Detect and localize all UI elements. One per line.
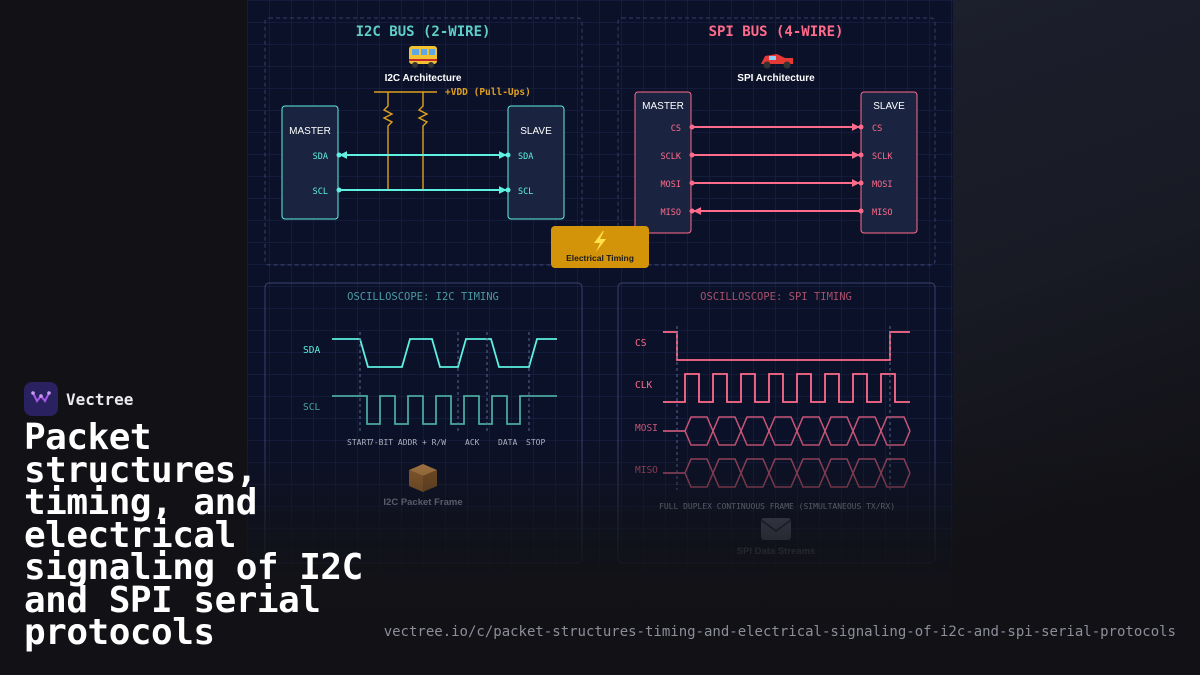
vectree-logo (24, 382, 58, 416)
spi-caption: SPI Data Streams (737, 546, 816, 557)
spi-sig-mosi: MOSI (635, 423, 658, 434)
i2c-arch-label: I2C Architecture (385, 73, 462, 84)
spi-sig-miso: MISO (635, 465, 658, 476)
spi-slave-pin-mosi: MOSI (872, 180, 892, 190)
spi-slave-pin-sclk: SCLK (872, 152, 893, 162)
i2c-node (336, 187, 342, 193)
i2c-master-pin-scl: SCL (313, 187, 328, 197)
i2c-scope-title: OSCILLOSCOPE: I2C TIMING (347, 291, 499, 303)
brand-name: Vectree (66, 389, 134, 409)
i2c-node (336, 152, 342, 158)
i2c-slave-box (507, 105, 565, 220)
vectree-logo-icon (31, 391, 51, 403)
spi-master-pin-miso: MISO (661, 208, 681, 218)
spi-heading: SPI BUS (4-WIRE) (709, 24, 844, 40)
i2c-phase-data: DATA (498, 438, 517, 447)
i2c-phase-stop: STOP (526, 438, 545, 447)
spi-master-label: MASTER (642, 101, 684, 112)
spi-scope-title: OSCILLOSCOPE: SPI TIMING (700, 291, 852, 303)
spi-master-pin-mosi: MOSI (661, 180, 681, 190)
i2c-node (505, 152, 511, 158)
spi-master-pin-sclk: SCLK (661, 152, 682, 162)
spi-slave-label: SLAVE (873, 101, 905, 112)
i2c-slave-pin-scl: SCL (518, 187, 533, 197)
spi-sig-cs: CS (635, 338, 647, 349)
i2c-slave-pin-sda: SDA (518, 152, 533, 162)
i2c-master-pin-sda: SDA (313, 152, 328, 162)
i2c-node (505, 187, 511, 193)
i2c-phase-ack: ACK (465, 438, 480, 447)
spi-sig-clk: CLK (635, 380, 652, 391)
i2c-sig-sda: SDA (303, 345, 320, 356)
mailbox-icon (760, 518, 792, 540)
spi-slave-pin-miso: MISO (872, 208, 892, 218)
spi-master-pin-cs: CS (671, 124, 681, 134)
timing-badge-label: Electrical Timing (566, 253, 634, 263)
i2c-sig-scl: SCL (303, 402, 320, 413)
source-url[interactable]: vectree.io/c/packet-structures-timing-an… (383, 624, 1176, 640)
vdd-label: +VDD (Pull-Ups) (445, 87, 531, 98)
right-background (953, 0, 1200, 675)
spi-slave-pin-cs: CS (872, 124, 882, 134)
i2c-slave-label: SLAVE (520, 126, 552, 137)
i2c-master-label: MASTER (289, 126, 331, 137)
brand: Vectree (24, 382, 133, 416)
i2c-master-box (281, 105, 339, 220)
spi-note: FULL DUPLEX CONTINUOUS FRAME (SIMULTANEO… (659, 502, 895, 511)
package-icon (409, 464, 437, 492)
i2c-heading: I2C BUS (2-WIRE) (356, 24, 491, 40)
spi-arch-label: SPI Architecture (737, 73, 815, 84)
page-title: Packet structures, timing, and electrica… (24, 417, 363, 653)
